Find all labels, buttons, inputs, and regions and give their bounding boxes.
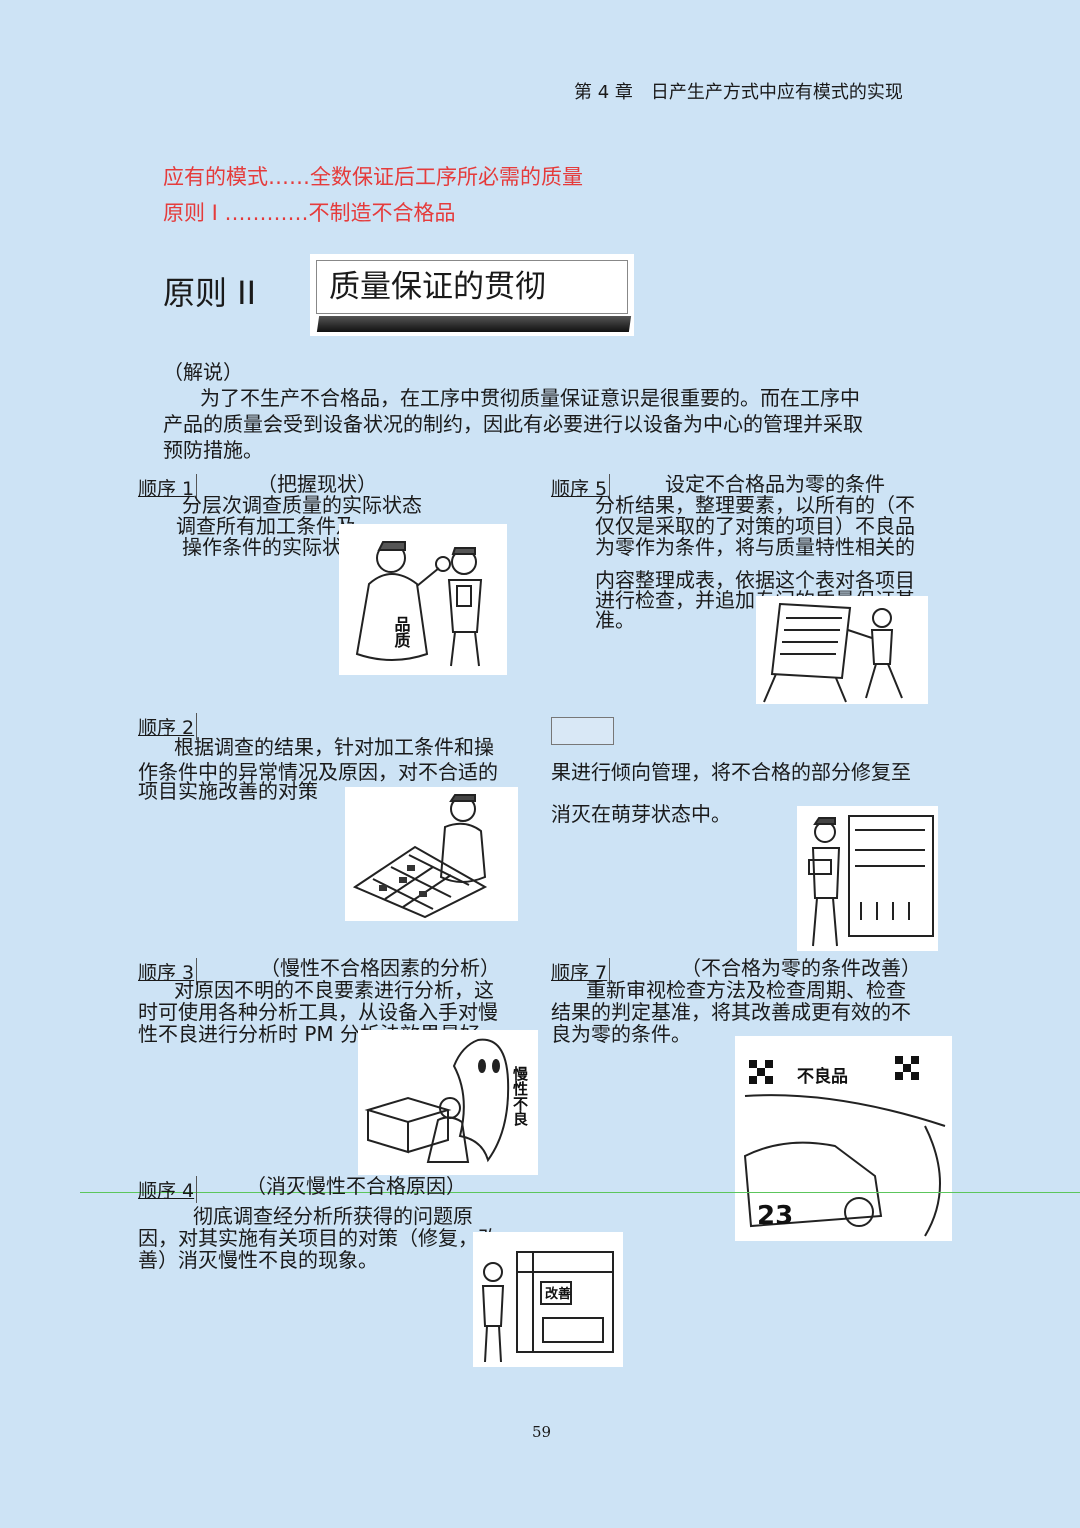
green-divider-line: [80, 1192, 1080, 1193]
step-7-label: 顺序 7: [551, 958, 611, 985]
step-2-line: 根据调查的结果，针对加工条件和操: [174, 735, 494, 759]
explanation-line: 预防措施。: [163, 438, 263, 462]
step-7-title: （不合格为零的条件改善）: [681, 956, 921, 980]
step-2-label: 顺序 2: [138, 713, 198, 740]
step-5-line: 分析结果，整理要素，以所有的（不: [595, 493, 915, 517]
step-1-line: 分层次调查质量的实际状态: [182, 493, 422, 517]
ghost-defect-illustration: 慢性不良: [364, 1038, 529, 1163]
step-6-illustration: [797, 806, 938, 951]
race-car-finish-illustration: 不良品 23: [743, 1056, 946, 1237]
machine-improvement-illustration: 改善: [481, 1251, 614, 1363]
step-5-illustration: [756, 596, 928, 704]
step-5-line: 内容整理成表，依据这个表对各项目: [595, 568, 915, 592]
step-3-line: 对原因不明的不良要素进行分析，这: [174, 978, 494, 1002]
step-2-line: 项目实施改善的对策: [138, 779, 318, 803]
step-1-illustration: 品质: [339, 524, 507, 675]
step-4-line: 彻底调查经分析所获得的问题原: [193, 1204, 473, 1228]
explanation-heading: （解说）: [163, 360, 243, 384]
improvement-label: 改善: [545, 1286, 571, 1302]
chronic-defect-label: 慢性不良: [511, 1066, 529, 1127]
step-5-label: 顺序 5: [551, 474, 611, 501]
car-number: 23: [757, 1201, 793, 1231]
checklist-board-illustration: [763, 602, 903, 703]
step-7-line: 重新审视检查方法及检查周期、检查: [586, 978, 906, 1002]
step-6-line: 消灭在萌芽状态中。: [551, 802, 731, 826]
step-6-label-box: [551, 717, 614, 745]
step-2-illustration: [345, 787, 518, 921]
step-3-illustration: 慢性不良: [358, 1030, 538, 1175]
title-shadow: [316, 316, 632, 332]
principle-title: 质量保证的贯彻: [316, 260, 628, 314]
page-number: 59: [532, 1423, 552, 1441]
step-1-title: （把握现状）: [257, 472, 377, 496]
step-4-line: 善）消灭慢性不良的现象。: [138, 1248, 378, 1272]
step-1-line: 调查所有加工条件及: [176, 514, 356, 538]
trend-chart-illustration: [808, 815, 934, 947]
pattern-line: 应有的模式……全数保证后工序所必需的质量: [163, 165, 583, 189]
worker-with-parts-illustration: [352, 794, 488, 919]
step-5-line: 准。: [595, 608, 635, 632]
step-5-line: 为零作为条件，将与质量特性相关的: [595, 535, 915, 559]
step-1-line: 操作条件的实际状态: [182, 535, 362, 559]
explanation-line: 为了不生产不合格品，在工序中贯彻质量保证意识是很重要的。而在工序中: [200, 386, 860, 410]
step-3-title: （慢性不合格因素的分析）: [260, 956, 500, 980]
principle-title-box: 质量保证的贯彻: [310, 254, 634, 336]
step-5-title: 设定不合格品为零的条件: [665, 472, 885, 496]
quality-label: 品质: [392, 616, 411, 649]
chapter-header: 第 4 章 日产生产方式中应有模式的实现: [574, 82, 903, 103]
principle-label: 原则 II: [163, 274, 257, 312]
step-4-illustration: 改善: [473, 1232, 623, 1367]
step-7-illustration: 不良品 23: [735, 1036, 952, 1241]
explanation-line: 产品的质量会受到设备状况的制约，因此有必要进行以设备为中心的管理并采取: [163, 412, 863, 436]
step-6-line: 果进行倾向管理，将不合格的部分修复至: [551, 760, 911, 784]
step-3-line: 时可使用各种分析工具，从设备入手对慢: [138, 1000, 498, 1024]
step-4-label: 顺序 4: [138, 1176, 198, 1203]
step-1-label: 顺序 1: [138, 474, 198, 501]
step-7-line: 结果的判定基准，将其改善成更有效的不: [551, 1000, 911, 1024]
step-4-title: （消灭慢性不合格原因）: [246, 1174, 466, 1198]
defect-banner-text: 不良品: [797, 1066, 848, 1087]
step-5-line: 仅仅是采取的了对策的项目）不良品: [595, 514, 915, 538]
step-3-label: 顺序 3: [138, 958, 198, 985]
step-4-line: 因，对其实施有关项目的对策（修复，改: [138, 1226, 498, 1250]
principle-one-line: 原则 I …………不制造不合格品: [163, 201, 456, 225]
step-7-line: 良为零的条件。: [551, 1022, 691, 1046]
step-2-line: 作条件中的异常情况及原因，对不合适的: [138, 760, 498, 784]
inspectors-illustration: 品质: [355, 541, 483, 667]
